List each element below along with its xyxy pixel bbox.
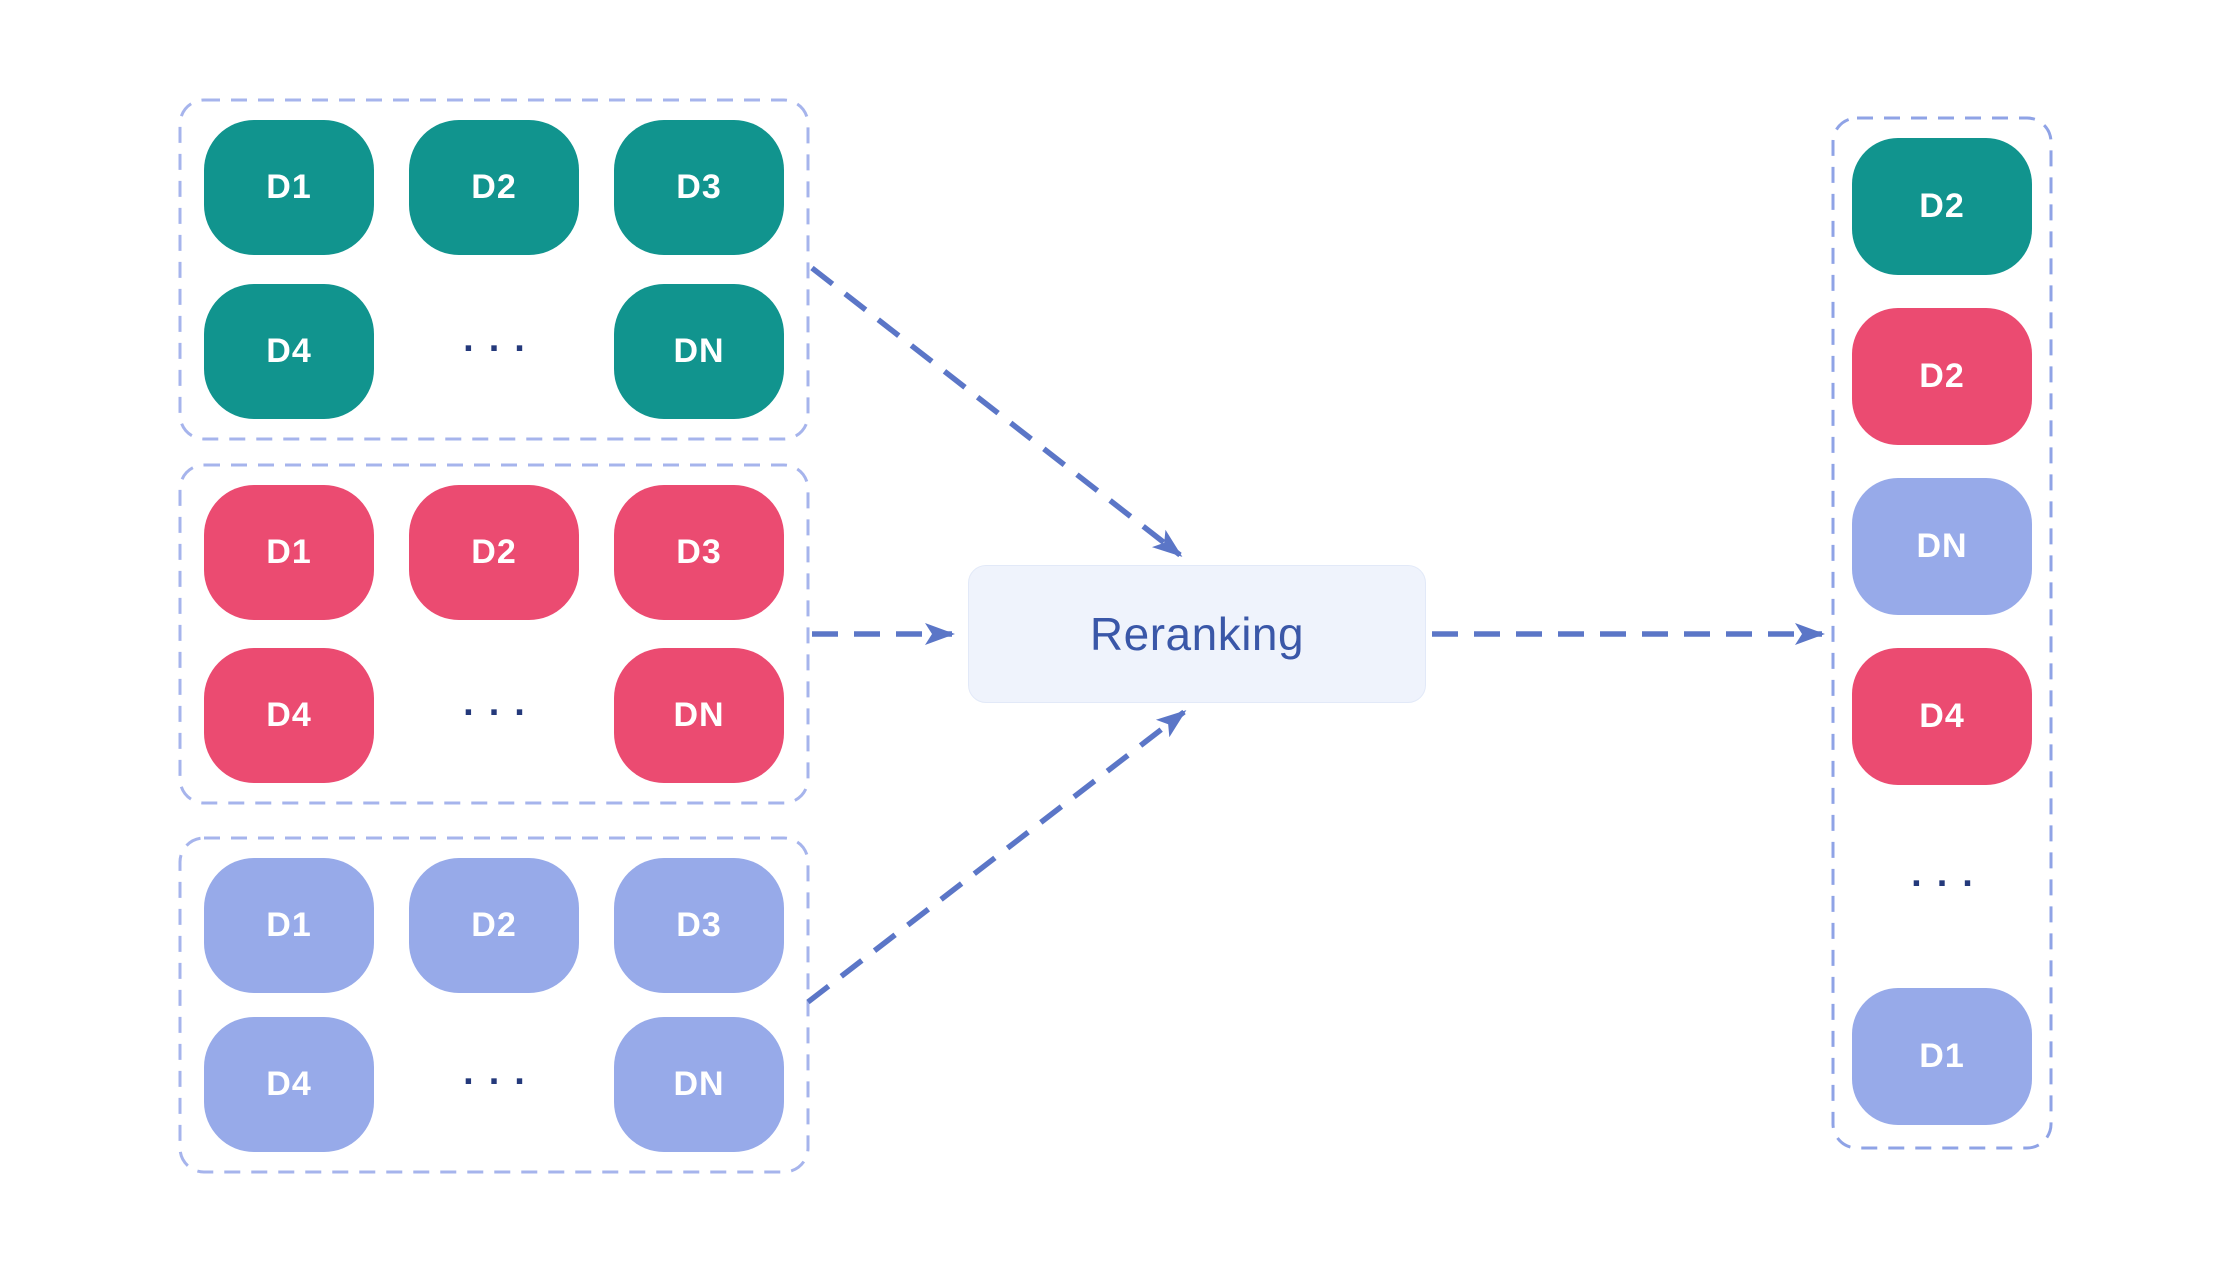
candidate-group-2-border — [178, 463, 810, 805]
arrow-group1-to-reranking — [810, 265, 1183, 558]
result-chip: DN — [1852, 478, 2032, 615]
doc-chip: D4 — [204, 1017, 374, 1152]
result-chip: D2 — [1852, 308, 2032, 445]
reranking-box: Reranking — [968, 565, 1426, 703]
doc-chip: D4 — [204, 284, 374, 419]
candidate-group-1: D1 D2 D3 D4 ... DN — [180, 100, 808, 439]
doc-chip: D1 — [204, 858, 374, 993]
doc-chip: D3 — [614, 485, 784, 620]
doc-chip: D3 — [614, 858, 784, 993]
candidate-group-3: D1 D2 D3 D4 ... DN — [180, 838, 808, 1172]
doc-chip: D3 — [614, 120, 784, 255]
ellipsis-cell: ... — [409, 1017, 579, 1152]
candidate-group-3-border — [178, 836, 810, 1174]
candidate-group-2: D1 D2 D3 D4 ... DN — [180, 465, 808, 803]
ellipsis-dots: ... — [463, 1051, 540, 1093]
result-chip: D2 — [1852, 138, 2032, 275]
ellipsis-dots: ... — [1911, 853, 1988, 895]
ellipsis-cell: ... — [409, 284, 579, 419]
arrow-group3-to-reranking — [806, 709, 1187, 1005]
ellipsis-dots: ... — [463, 318, 540, 360]
ellipsis-cell: ... — [1852, 818, 2032, 955]
doc-chip: D2 — [409, 485, 579, 620]
doc-chip: D4 — [204, 648, 374, 783]
result-chip: D4 — [1852, 648, 2032, 785]
candidate-group-1-border — [178, 98, 810, 441]
doc-chip: DN — [614, 648, 784, 783]
result-column: D2 D2 DN D4 ... D1 — [1833, 118, 2051, 1148]
result-column-border — [1831, 116, 2053, 1150]
doc-chip: DN — [614, 1017, 784, 1152]
doc-chip: DN — [614, 284, 784, 419]
doc-chip: D1 — [204, 485, 374, 620]
reranking-label: Reranking — [1089, 608, 1305, 660]
doc-chip: D1 — [204, 120, 374, 255]
doc-chip: D2 — [409, 858, 579, 993]
doc-chip: D2 — [409, 120, 579, 255]
ellipsis-cell: ... — [409, 648, 579, 783]
result-chip: D1 — [1852, 988, 2032, 1125]
ellipsis-dots: ... — [463, 682, 540, 724]
